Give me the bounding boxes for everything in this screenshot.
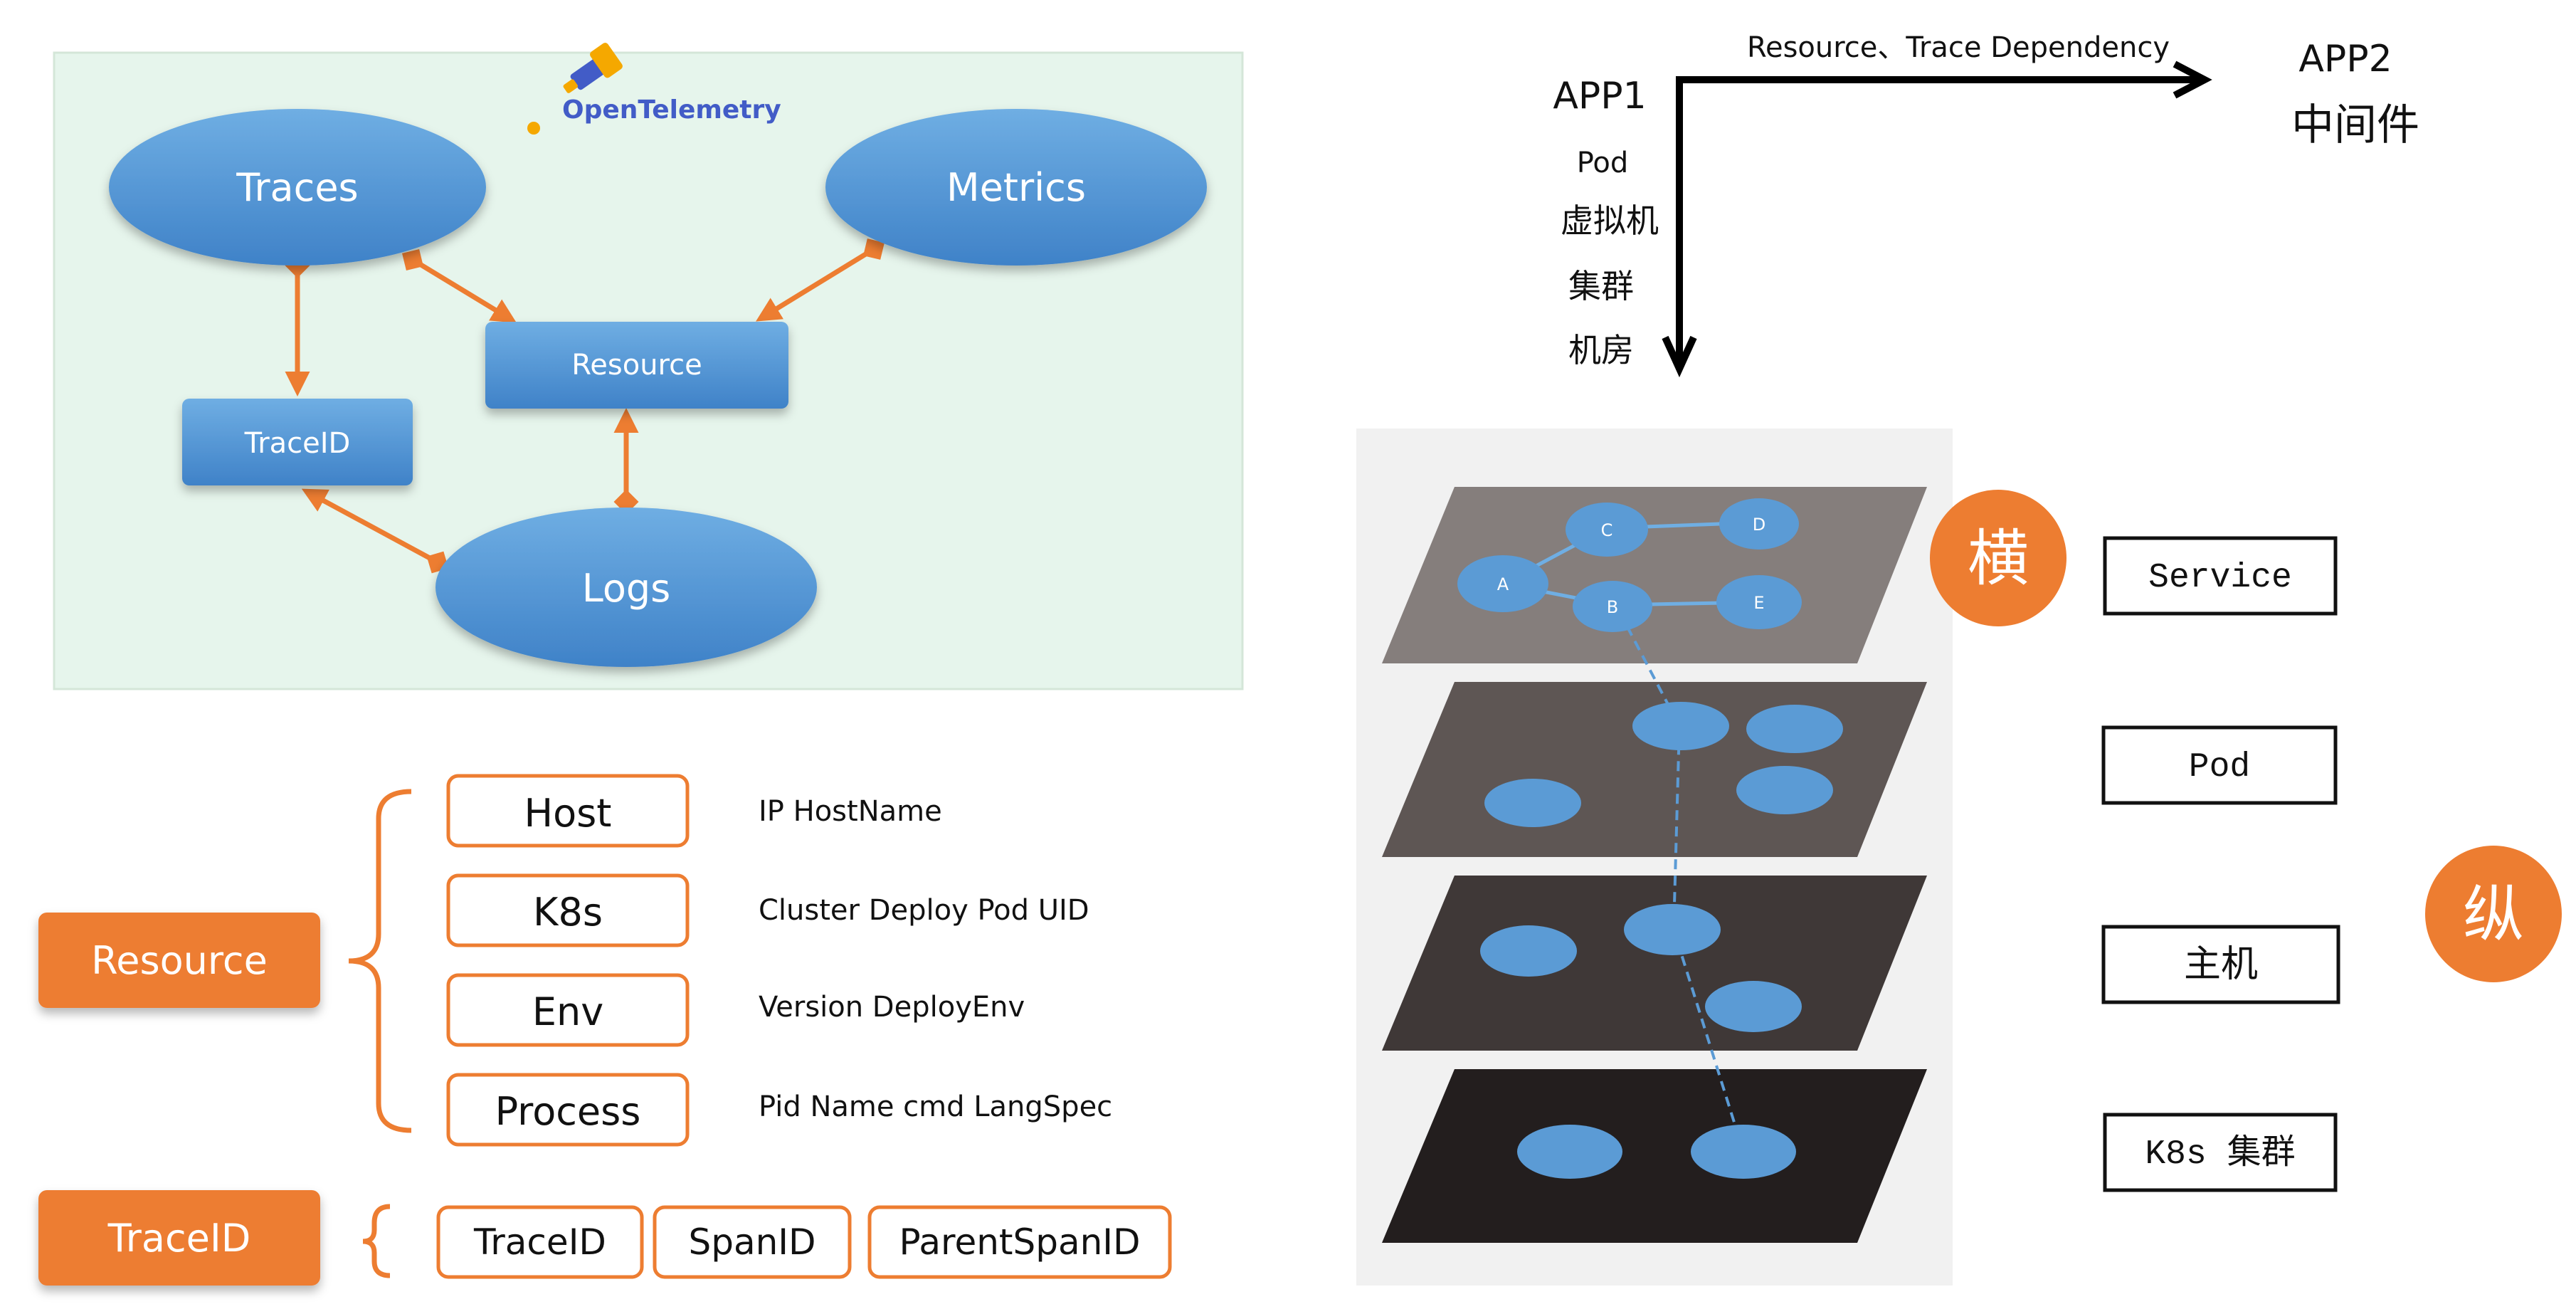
process-desc: Pid Name cmd LangSpec [759,1090,1112,1123]
process-box [446,1073,690,1147]
horizontal-badge [1930,490,2066,626]
service-node-b-label: B [1607,597,1618,617]
pod-node [1736,766,1833,814]
process-label: Process [495,1089,641,1134]
vertical-item-datacenter: 机房 [1568,331,1634,369]
horizontal-dependency-label: Resource、Trace Dependency [1747,31,2170,64]
resource-node-label: Resource [571,349,702,382]
traceid-item-label: TraceID [473,1221,606,1263]
k8s-node [1517,1125,1622,1179]
service-graph-nodes [1457,498,1802,632]
opentelemetry-logo: OpenTelemetry [527,43,781,135]
metrics-node [825,109,1207,266]
layer-k8s-plane [1382,1069,1927,1243]
resource-breakdown: Resource Host IP HostName K8s Cluster De… [38,774,1112,1147]
logs-traceid-arrow [301,488,449,574]
traceid-breakdown: TraceID TraceID SpanID ParentSpanID [38,1190,1172,1286]
service-node-d [1719,498,1799,550]
host-label: Host [524,791,612,836]
service-node-c-label: C [1601,520,1613,540]
layer-box-host-label: 主机 [2184,943,2258,986]
k8s-box [446,873,690,947]
vertical-arrowhead-icon [1662,335,1697,378]
vertical-badge-label: 纵 [2463,879,2524,950]
metrics-node-label: Metrics [946,165,1086,210]
service-node-d-label: D [1753,515,1765,535]
env-box [446,973,690,1047]
spanid-item-label: SpanID [688,1221,815,1263]
app1-label: APP1 [1553,75,1646,117]
horizontal-arrowhead-icon [2173,61,2212,99]
traces-node-label: Traces [236,165,358,210]
layer-stack: A B C D E 横 纵 Service Pod 主机 [1356,429,2562,1286]
parentspanid-item-label: ParentSpanID [899,1221,1140,1263]
app2-label: APP2 [2298,38,2392,80]
metrics-resource-arrow [756,238,885,322]
layer-box-k8s [2103,1113,2338,1192]
resource-label-box [38,913,320,1008]
service-node-e [1716,575,1802,629]
traceid-label-box [38,1190,320,1286]
traceid-item-box [436,1205,644,1279]
vertical-badge [2425,846,2562,982]
logo-text: OpenTelemetry [562,95,781,125]
env-desc: Version DeployEnv [759,991,1025,1024]
lower-layer-nodes [1480,702,1843,1179]
host-node [1480,925,1577,977]
pod-node [1484,779,1581,827]
resource-node [485,322,788,409]
vertical-item-vm: 虚拟机 [1561,201,1659,240]
layer-box-host [2101,925,2340,1004]
layer-box-pod [2101,725,2338,805]
host-box [446,774,690,848]
dependency-axes: APP1 APP2 中间件 Resource、Trace Dependency … [1553,31,2419,378]
layer-host-plane [1382,876,1927,1051]
env-label: Env [532,989,603,1034]
k8s-desc: Cluster Deploy Pod UID [759,894,1089,927]
logs-node-label: Logs [582,566,671,611]
otel-panel: OpenTelemetry Traces Metrics Logs Resour… [53,43,1244,690]
k8s-label: K8s [533,890,603,935]
otel-connectors [285,238,885,574]
service-node-a [1457,555,1548,612]
logo-dot-icon [527,122,540,135]
logs-node [436,508,817,667]
vertical-dependency-path [1618,611,1745,1152]
service-node-e-label: E [1753,593,1764,613]
traceid-node [182,399,413,485]
dependency-axis-lines [1676,76,2199,363]
resource-brace [348,789,412,1133]
traces-resource-arrow [402,249,517,323]
traces-node [109,109,486,266]
telescope-icon [563,43,623,93]
k8s-node [1691,1125,1796,1179]
traceid-node-label: TraceID [244,427,351,460]
layer-box-service [2103,536,2338,616]
layer-box-service-label: Service [2148,559,2292,597]
parentspanid-item-box [867,1205,1172,1279]
spanid-item-box [653,1205,852,1279]
vertical-item-cluster: 集群 [1568,267,1634,305]
traceid-brace [362,1204,391,1278]
host-desc: IP HostName [759,795,942,828]
host-node [1624,904,1721,955]
traceid-label: TraceID [107,1216,251,1261]
service-node-b [1573,581,1652,632]
resource-label: Resource [91,938,268,983]
pod-node [1746,705,1843,753]
vertical-item-pod: Pod [1577,147,1629,179]
host-node [1705,981,1802,1032]
service-node-a-label: A [1497,574,1509,594]
layer-box-pod-label: Pod [2189,748,2250,787]
service-node-c [1566,503,1648,557]
pod-node [1632,702,1729,750]
layer-box-k8s-label: K8s 集群 [2145,1134,2295,1174]
horizontal-badge-label: 横 [1968,523,2029,594]
app2-sub-label: 中间件 [2291,100,2419,150]
